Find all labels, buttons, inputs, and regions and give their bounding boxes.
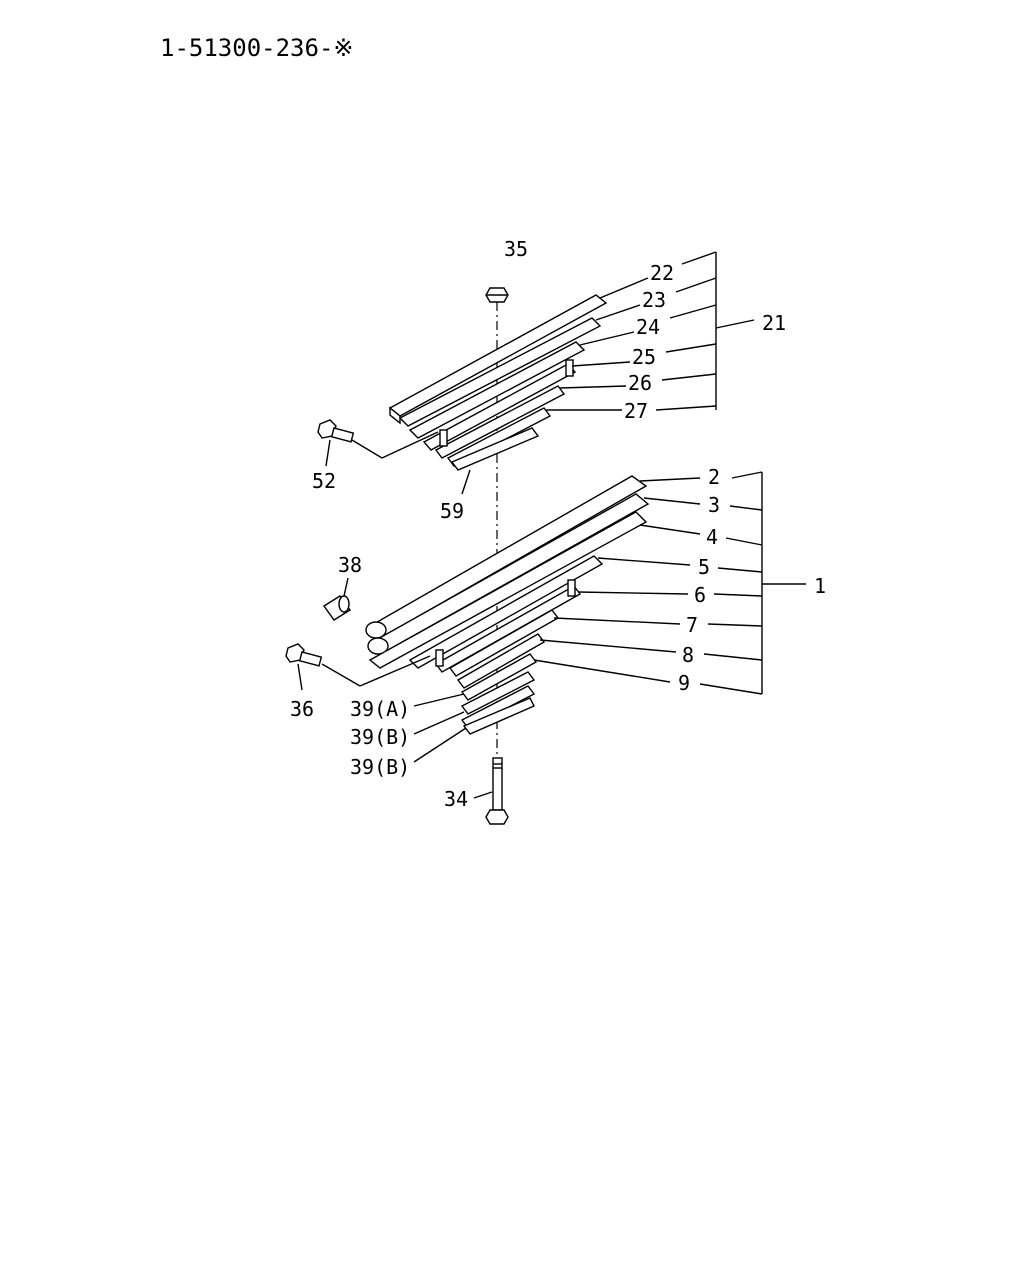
leaf-6 (434, 585, 582, 673)
callout-27: 27 (624, 399, 648, 423)
clip-lower-right (567, 579, 576, 597)
spacer-39b-2 (462, 697, 535, 735)
callout-52: 52 (312, 469, 336, 493)
center-bolt-34 (485, 757, 509, 825)
callout-6: 6 (694, 583, 706, 607)
nut-35 (485, 287, 509, 303)
main-spring-assembly (365, 475, 650, 735)
leaf-23 (398, 317, 602, 427)
clip-lower-left (435, 649, 444, 667)
helper-spring-assembly (388, 294, 608, 471)
leaf-8 (456, 633, 546, 689)
callout-59: 59 (440, 499, 464, 523)
callout-25: 25 (632, 345, 656, 369)
leaf-27 (446, 407, 552, 467)
leaf-25 (422, 363, 577, 451)
callout-35: 35 (504, 237, 528, 261)
leaf-24 (408, 341, 586, 439)
callout-34: 34 (444, 787, 468, 811)
leaf-9 (460, 653, 538, 701)
callout-36: 36 (290, 697, 314, 721)
callout-39b-2: 39(B) (350, 755, 410, 779)
callout-4: 4 (706, 525, 718, 549)
callout-9: 9 (678, 671, 690, 695)
callout-2: 2 (708, 465, 720, 489)
leaf-5 (408, 555, 604, 669)
spacer-39a (460, 671, 536, 715)
callout-5: 5 (698, 555, 710, 579)
callout-26: 26 (628, 371, 652, 395)
callout-3: 3 (708, 493, 720, 517)
clip-upper-left (439, 429, 448, 447)
callout-38: 38 (338, 553, 362, 577)
leaf-59 (450, 427, 540, 471)
callout-39a: 39(A) (350, 697, 410, 721)
callout-8: 8 (682, 643, 694, 667)
leaf-26 (434, 385, 566, 459)
callout-21: 21 (762, 311, 786, 335)
leader-lines (297, 251, 806, 799)
callout-23: 23 (642, 288, 666, 312)
callout-1: 1 (814, 574, 826, 598)
bolt-52 (317, 419, 439, 459)
callout-24: 24 (636, 315, 660, 339)
bolt-36 (285, 643, 431, 687)
callout-39b-1: 39(B) (350, 725, 410, 749)
bushing-38 (322, 595, 352, 621)
callout-labels: 35 22 23 24 25 26 27 21 52 59 2 3 4 5 6 … (290, 237, 826, 811)
part-number: 1-51300-236-※ (160, 34, 354, 62)
clip-upper-right (565, 359, 574, 377)
callout-7: 7 (686, 613, 698, 637)
callout-22: 22 (650, 261, 674, 285)
leaf-4 (368, 511, 648, 669)
